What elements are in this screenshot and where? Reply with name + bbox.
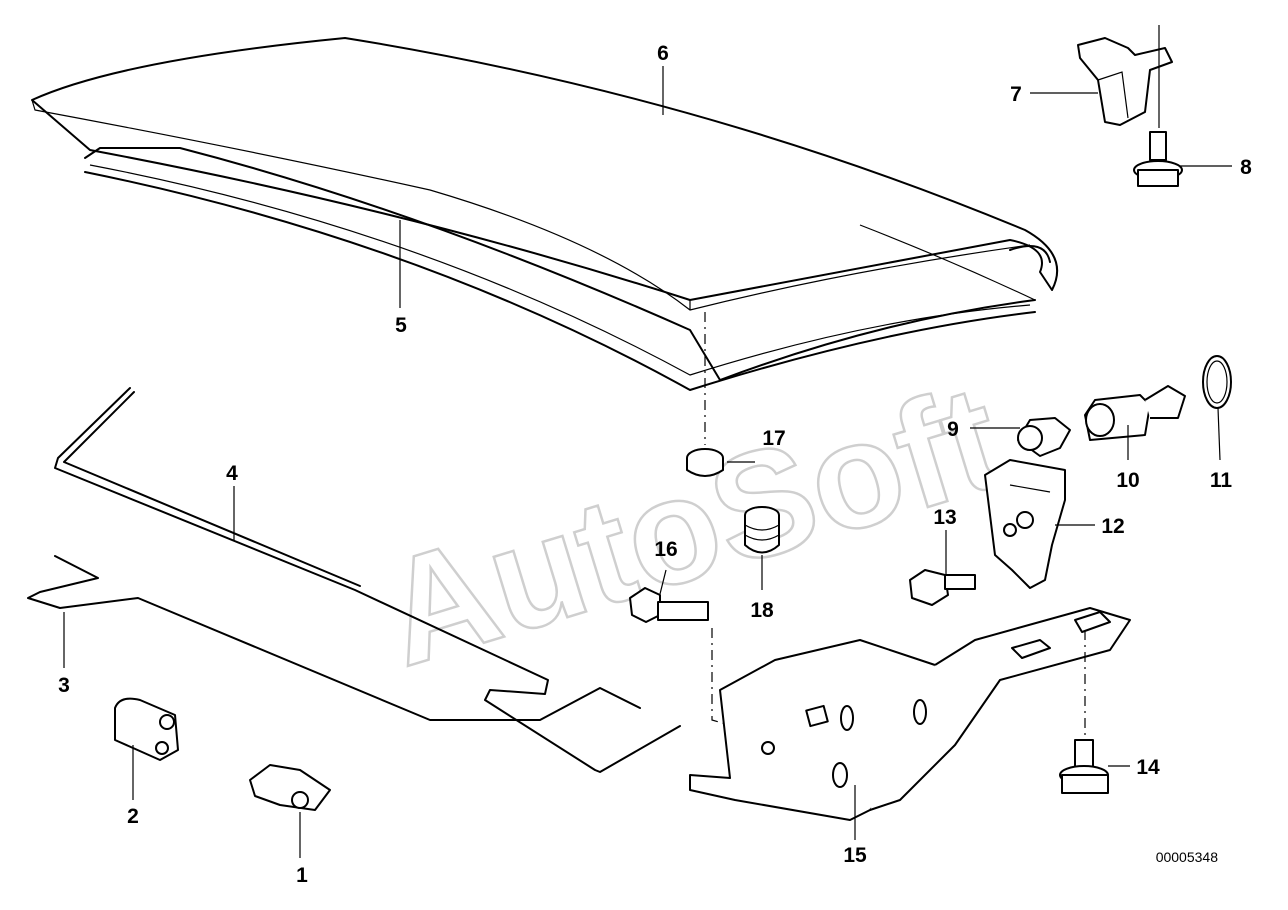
part-8-bolt[interactable] (1133, 131, 1183, 187)
callout-18[interactable]: 18 (750, 599, 774, 622)
part-1-clip-nut[interactable] (249, 764, 331, 811)
callout-14[interactable]: 14 (1136, 756, 1160, 779)
callout-13[interactable]: 13 (933, 506, 956, 529)
callout-5[interactable]: 5 (395, 314, 407, 337)
part-16-bolt[interactable] (629, 587, 709, 623)
part-17-grommet[interactable] (686, 448, 724, 477)
part-12-lock-bracket[interactable] (984, 459, 1066, 589)
callout-15[interactable]: 15 (843, 844, 867, 867)
callout-3[interactable]: 3 (58, 674, 70, 697)
part-13-bolt[interactable] (909, 569, 976, 606)
part-7-bracket[interactable] (1077, 25, 1173, 128)
callout-1[interactable]: 1 (296, 864, 308, 887)
part-11-ring[interactable] (1202, 355, 1232, 409)
callout-2[interactable]: 2 (127, 805, 139, 828)
part-3-bar[interactable] (27, 555, 641, 721)
callout-8[interactable]: 8 (1240, 156, 1252, 179)
drawing-code: 00005348 (1156, 849, 1219, 865)
part-4-rod[interactable] (54, 387, 681, 773)
callout-16[interactable]: 16 (654, 538, 677, 561)
part-15-lock-carrier[interactable] (689, 607, 1131, 821)
callout-9[interactable]: 9 (947, 418, 959, 441)
callout-17[interactable]: 17 (762, 427, 785, 450)
part-5-seal[interactable] (84, 147, 1036, 391)
callout-10[interactable]: 10 (1116, 469, 1139, 492)
leader-lines (63, 66, 1232, 858)
callout-6[interactable]: 6 (657, 42, 669, 65)
callout-labels: 1 2 3 4 5 6 7 8 9 10 11 12 13 14 15 16 1… (58, 42, 1252, 887)
part-14-bolt[interactable] (1059, 739, 1109, 794)
callout-4[interactable]: 4 (226, 462, 238, 485)
callout-7[interactable]: 7 (1010, 83, 1022, 106)
part-6-trunk-lid[interactable] (31, 37, 1059, 311)
watermark: AutoSoft (365, 352, 1020, 698)
part-10-lock-cylinder[interactable] (1084, 385, 1186, 441)
callout-12[interactable]: 12 (1101, 515, 1124, 538)
part-9-nut[interactable] (1017, 417, 1071, 457)
part-2-clip[interactable] (114, 697, 179, 761)
part-18-bump-stop[interactable] (744, 506, 780, 554)
callout-11[interactable]: 11 (1210, 469, 1233, 492)
